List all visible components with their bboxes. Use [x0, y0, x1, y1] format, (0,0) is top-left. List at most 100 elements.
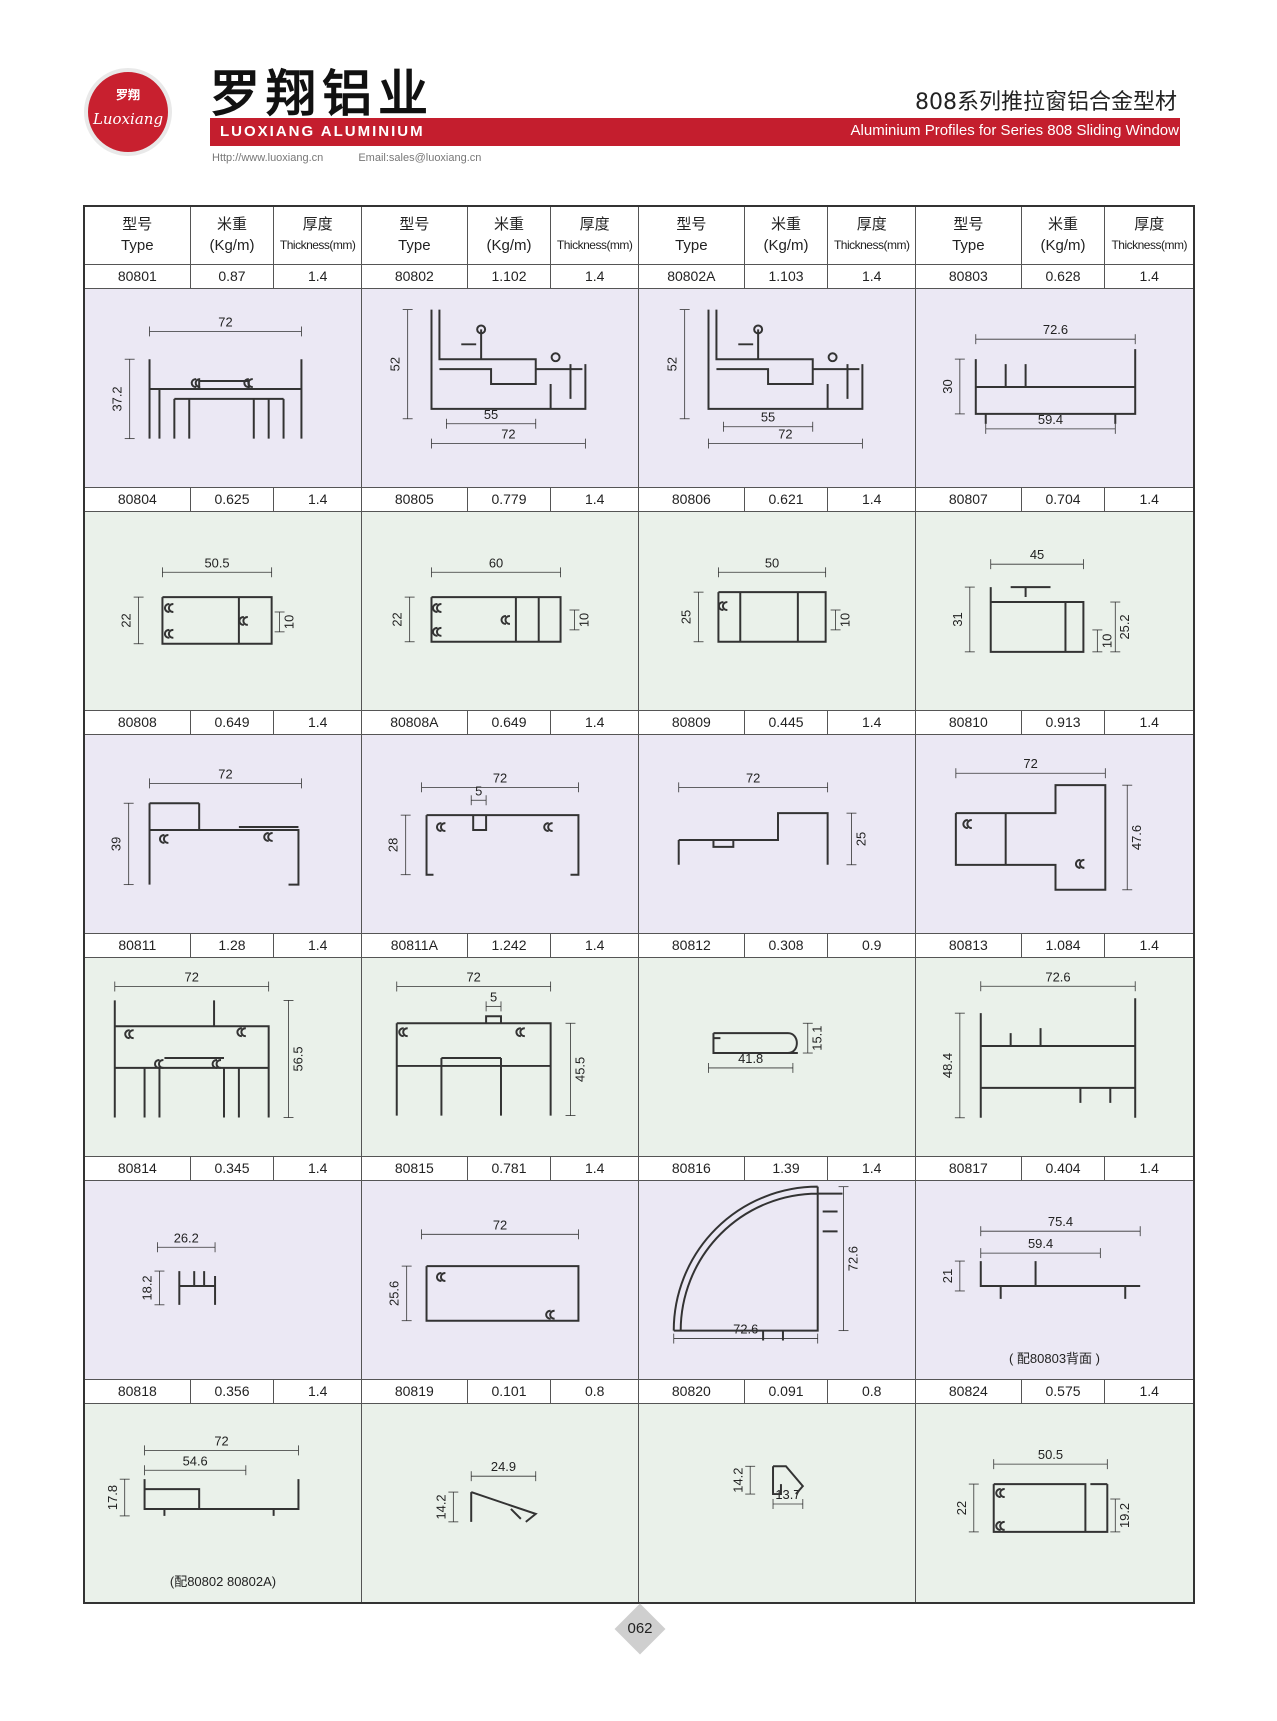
weight-value: 0.781	[468, 1157, 552, 1180]
thickness-value: 1.4	[274, 1157, 363, 1180]
dimension-label: 17.8	[105, 1485, 120, 1510]
dimension-label: 25.2	[1117, 614, 1132, 639]
dimension-label: 25	[679, 610, 694, 624]
header-thickness-cn: 厚度	[302, 216, 333, 233]
weight-value: 0.625	[191, 488, 275, 511]
dimension-label: 50.5	[204, 555, 229, 570]
weight-value: 0.649	[191, 711, 275, 734]
type-value: 80811	[85, 934, 191, 957]
thickness-value: 1.4	[551, 711, 640, 734]
dimension-label: 52	[388, 357, 403, 371]
header-weight-en: (Kg/m)	[1040, 237, 1086, 254]
brand-name-cn: 罗翔铝业	[210, 65, 434, 123]
profile-outline	[430, 596, 562, 643]
profile-outline	[672, 1185, 843, 1341]
profile-outline	[190, 378, 201, 388]
profile-bead	[476, 324, 487, 335]
thickness-value: 1.4	[1139, 714, 1159, 730]
profile-outline	[717, 601, 728, 611]
header-thickness-en: Thickness(mm)	[279, 238, 356, 252]
profile-outline	[772, 1465, 805, 1496]
thickness-value: 0.8	[551, 1380, 640, 1403]
email-link[interactable]: Email:sales@luoxiang.cn	[358, 152, 482, 164]
weight-value: 1.242	[468, 934, 552, 957]
page-header: 罗翔 Luoxiang 罗翔铝业 LUOXIANG ALUMINIUM 808系…	[0, 0, 1277, 180]
header-weight-cn: 米重	[493, 216, 524, 233]
dimension-label: 45.5	[572, 1057, 587, 1082]
dimension-label: 10	[837, 613, 852, 627]
header-weight-cn: 米重	[1048, 216, 1079, 233]
profile-outline	[154, 1058, 164, 1069]
profile-outline	[432, 626, 442, 637]
weight-value: 0.779	[468, 488, 552, 511]
profile-outline	[425, 814, 580, 876]
type-value: 80817	[916, 1157, 1022, 1180]
thickness-value: 1.4	[1139, 491, 1159, 507]
contact-line: Http://www.luoxiang.cn Email:sales@luoxi…	[212, 152, 513, 164]
profile-outline	[992, 1483, 1109, 1533]
header-weight-cn: 米重	[771, 216, 802, 233]
profile-outline	[398, 1027, 408, 1038]
profile-outline	[979, 1261, 1141, 1299]
dimension-label: 47.6	[1129, 825, 1144, 850]
dimension-label: 14.2	[730, 1468, 745, 1493]
brand-logo: 罗翔 Luoxiang	[84, 68, 172, 156]
dimension-label: 52	[665, 357, 680, 371]
dimension-label: 50	[765, 555, 779, 570]
profile-outline	[543, 822, 553, 833]
header-type-en: Type	[398, 237, 431, 254]
type-value: 80811A	[362, 934, 468, 957]
dimension-label: 72	[185, 970, 199, 985]
website-link[interactable]: Http://www.luoxiang.cn	[212, 152, 324, 164]
profile-cross-section: 50 25 10	[679, 555, 852, 643]
weight-value: 0.091	[745, 1380, 829, 1403]
type-value: 80812	[639, 934, 745, 957]
type-value: 80802A	[639, 265, 745, 288]
thickness-value: 1.4	[1139, 1383, 1159, 1399]
dimension-label: 60	[489, 555, 503, 570]
dimension-label: 19.2	[1117, 1503, 1132, 1528]
weight-value: 0.621	[745, 488, 829, 511]
header-thickness-cn: 厚度	[1134, 216, 1165, 233]
thickness-value: 1.4	[274, 488, 363, 511]
profile-outline	[712, 1032, 798, 1055]
weight-value: 0.101	[468, 1380, 552, 1403]
header-weight-en: (Kg/m)	[209, 237, 255, 254]
thickness-value: 0.9	[828, 934, 917, 957]
weight-value: 1.103	[745, 265, 829, 288]
header-thickness-en: Thickness(mm)	[1111, 238, 1187, 252]
type-value: 80807	[916, 488, 1022, 511]
thickness-value: 1.4	[828, 711, 917, 734]
profile-outline	[430, 309, 587, 410]
thickness-value: 1.4	[274, 711, 363, 734]
type-value: 80802	[362, 265, 468, 288]
logo-en-text: Luoxiang	[92, 110, 164, 128]
profile-outline	[148, 359, 303, 439]
dimension-label: 75.4	[1048, 1214, 1073, 1229]
profile-outline	[989, 586, 1085, 653]
